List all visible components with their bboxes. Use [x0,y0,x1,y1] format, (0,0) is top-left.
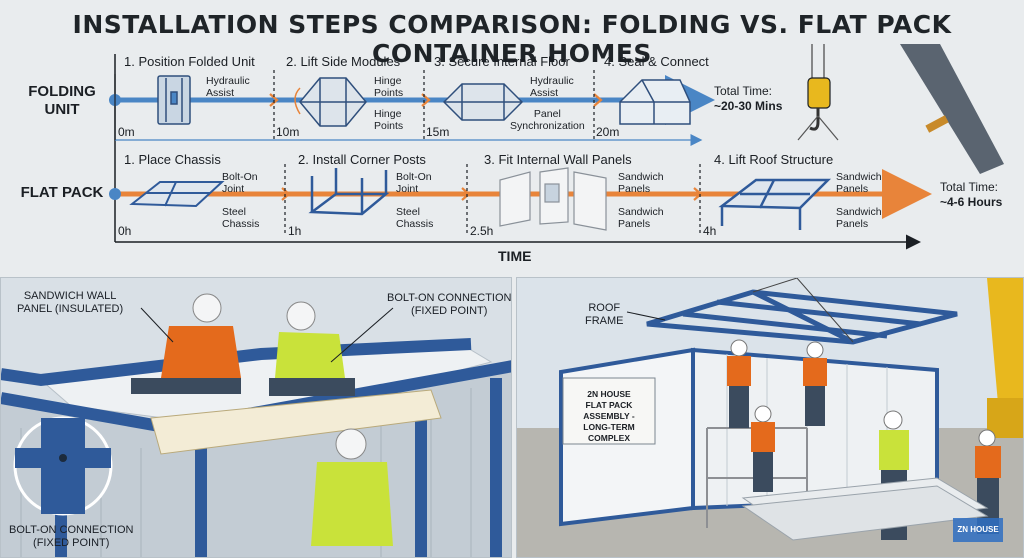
flatpack-start-dot [109,188,121,200]
time-axis-label: TIME [498,248,532,264]
folding-row-label: FOLDING UNIT [28,83,96,118]
folding-tick-3: 20m [596,125,620,139]
folding-tick-2: 15m [426,125,450,139]
folding-tick-0: 0m [118,125,135,139]
right-illustration [517,278,1023,557]
callout-bolt-connection: BOLT-ON CONNECTION(FIXED POINT) [387,292,512,317]
internal-floor-icon [442,83,524,121]
flatpack-row-label: FLAT PACK [20,184,104,201]
chassis-icon [129,181,225,208]
folding-ticks [114,70,595,140]
folding-total-time: Total Time:~20-30 Mins [714,84,783,113]
folding-step-3-title: 3. Secure Internal Floor [434,54,570,69]
worker-3 [311,428,393,546]
worker-1 [131,293,241,394]
roof-frame [646,289,958,345]
folded-unit-icon [157,75,191,125]
folding-step-1-title: 1. Position Folded Unit [124,54,255,69]
crane-boom-icon [900,44,1004,174]
crane-hook-icon [797,44,839,141]
timeline-graphics [109,44,1004,250]
folding-tick-1: 10m [276,125,300,139]
worker-right-1 [727,339,751,428]
left-illustration [1,278,511,557]
flatpack-step-4-title: 4. Lift Roof Structure [714,152,834,167]
flatpack-step-2-title: 2. Install Corner Posts [298,152,426,167]
worker-2 [269,301,355,396]
crane [987,278,1023,438]
callout-bolt-detail: BOLT-ON CONNECTION(FIXED POINT) [9,524,134,549]
flatpack-tick-1: 1h [288,224,302,238]
zn-house-logo-text: ZN HOUSE [957,525,999,534]
page-title: INSTALLATION STEPS COMPARISON: FOLDING V… [72,10,952,68]
worker-right-2 [803,341,827,426]
flatpack-chevrons [281,187,703,201]
site-banner [562,377,656,445]
roof-structure-icon [718,178,832,230]
timeline-section: FOLDING UNIT FLAT PACK 1. Position Folde… [0,44,1024,274]
flatpack-tick-0: 0h [118,224,132,238]
flatpack-step-1-title: 1. Place Chassis [124,152,221,167]
wall-panels-icon [499,167,607,231]
zn-house-logo [953,518,1003,542]
bolt-detail-magnifier [13,416,113,516]
worker-right-3 [751,405,775,492]
sealed-house-icon [619,79,691,125]
side-modules-icon [294,77,367,127]
flatpack-total-time: Total Time:~4-6 Hours [940,180,1003,209]
folding-step-4-title: 4. Seal & Connect [604,54,709,69]
corner-posts-icon [308,168,390,216]
folding-step-2-title: 2. Lift Side Modules [286,54,401,69]
flatpack-tick-2: 2.5h [470,224,494,238]
flatpack-tick-3: 4h [703,224,717,238]
flatpack-step-3-title: 3. Fit Internal Wall Panels [484,152,632,167]
